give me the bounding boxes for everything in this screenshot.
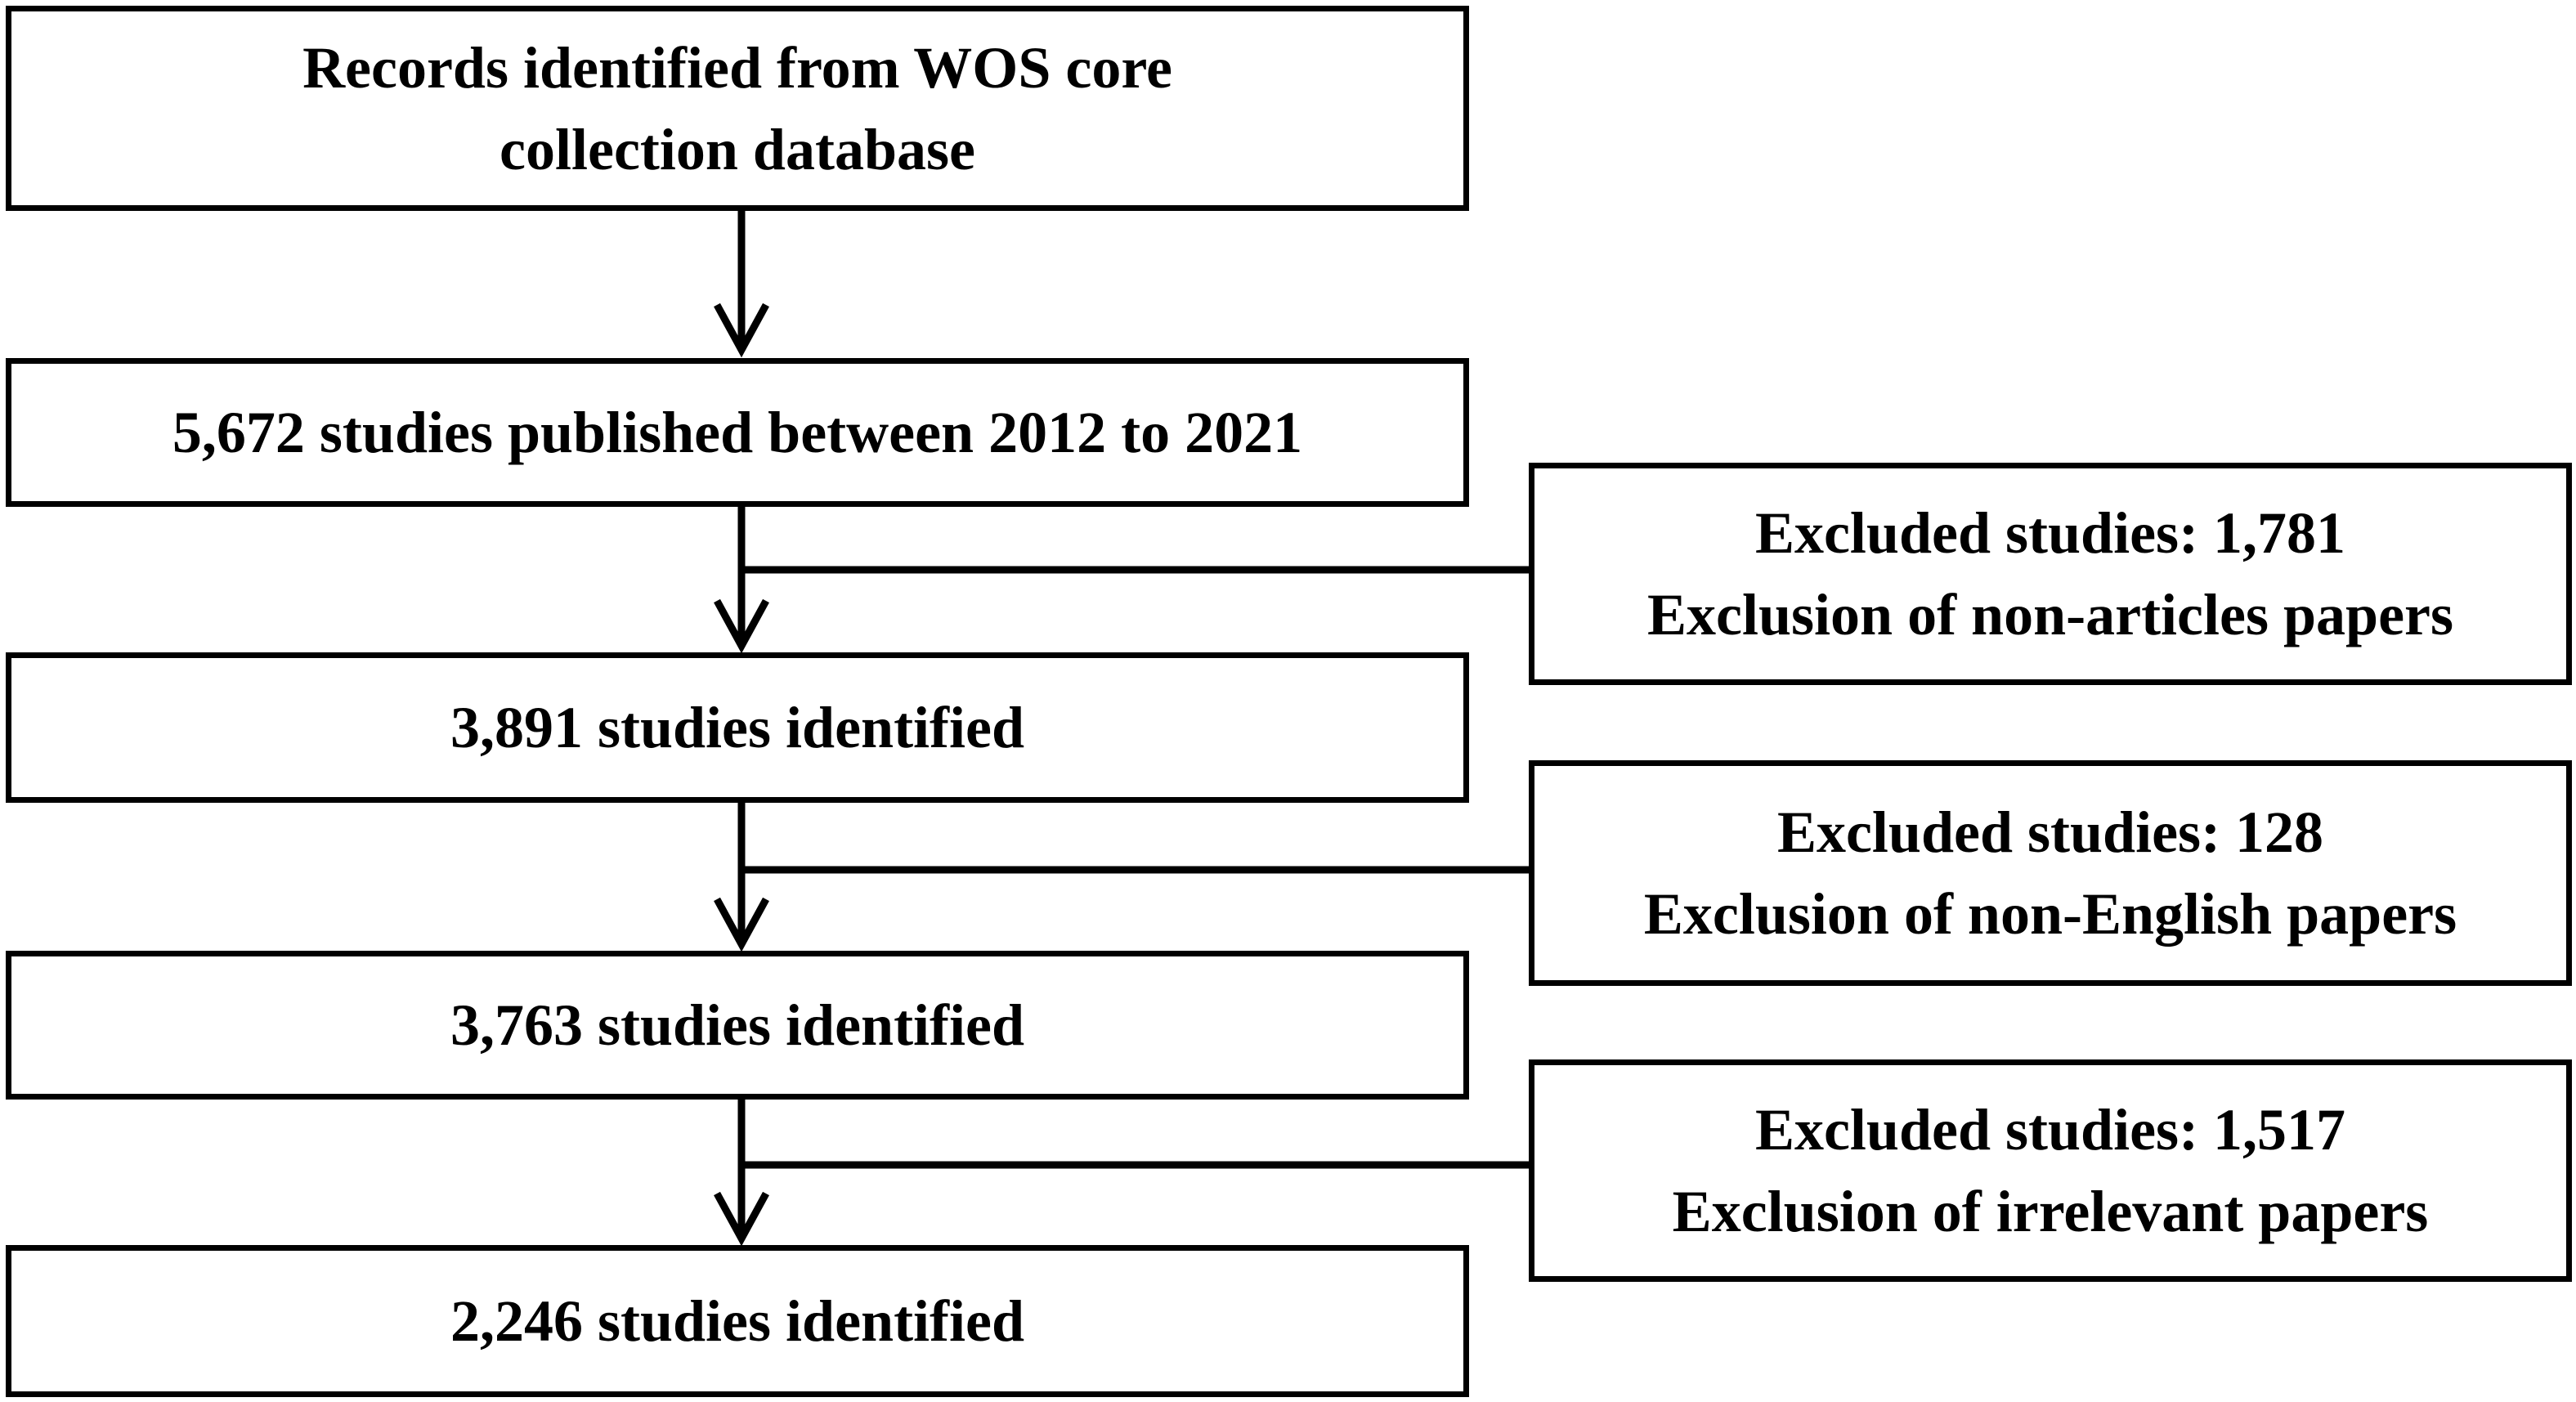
exclusion-count-1781: Excluded studies: 1,781: [1754, 500, 2346, 566]
arrowhead-1: [714, 302, 769, 358]
studies-identified-3891-box: 3,891 studies identified: [6, 652, 1469, 803]
exclusion-count-1517: Excluded studies: 1,517: [1754, 1097, 2346, 1162]
arrowhead-2: [714, 598, 769, 654]
studies-identified-3763-text: 3,763 studies identified: [450, 992, 1025, 1058]
studies-identified-2246-box: 2,246 studies identified: [6, 1245, 1469, 1397]
studies-identified-3763-box: 3,763 studies identified: [6, 951, 1469, 1100]
exclusion-reason-non-articles: Exclusion of non-articles papers: [1646, 582, 2454, 647]
exclusion-reason-non-english: Exclusion of non-English papers: [1643, 881, 2457, 947]
exclusion-box-non-articles: Excluded studies: 1,781 Exclusion of non…: [1529, 463, 2572, 685]
studies-published-text: 5,672 studies published between 2012 to …: [172, 400, 1303, 465]
studies-published-box: 5,672 studies published between 2012 to …: [6, 358, 1469, 507]
exclusion-box-irrelevant: Excluded studies: 1,517 Exclusion of irr…: [1529, 1059, 2572, 1282]
studies-identified-3891-text: 3,891 studies identified: [450, 695, 1025, 760]
exclusion-count-128: Excluded studies: 128: [1776, 800, 2324, 865]
exclusion-reason-irrelevant: Exclusion of irrelevant papers: [1672, 1179, 2429, 1244]
exclusion-box-non-english: Excluded studies: 128 Exclusion of non-E…: [1529, 760, 2572, 986]
studies-identified-2246-text: 2,246 studies identified: [450, 1288, 1025, 1354]
records-identified-line-2: collection database: [500, 116, 975, 182]
arrowhead-3: [714, 897, 769, 952]
records-identified-box: Records identified from WOS core collect…: [6, 6, 1469, 211]
arrowhead-4: [714, 1191, 769, 1247]
records-identified-line-1: Records identified from WOS core: [302, 34, 1172, 101]
